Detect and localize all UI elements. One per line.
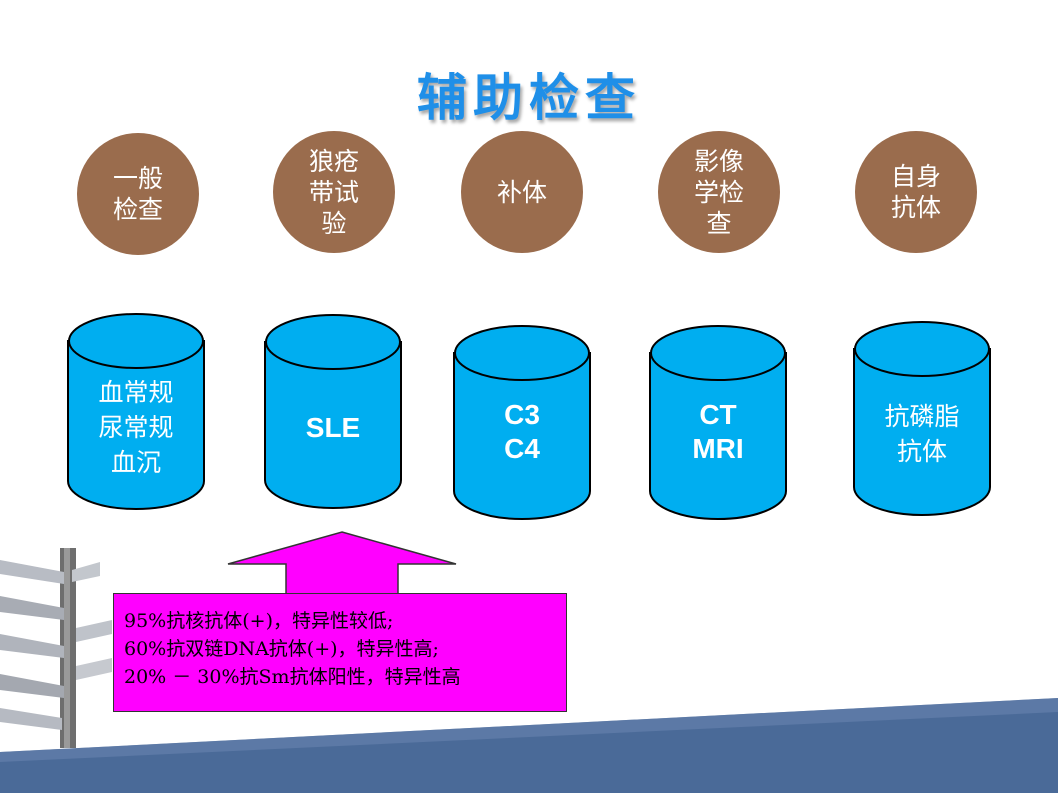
cylinder-general: 血常规 尿常规 血沉 — [66, 313, 206, 511]
up-arrow-icon — [227, 531, 457, 596]
cylinder-autoantibody-label: 抗磷脂 抗体 — [884, 402, 960, 466]
cylinder-sle: SLE — [263, 314, 403, 510]
cylinder-general-label: 血常规 尿常规 血沉 — [98, 378, 174, 477]
sle-antibody-note: 95%抗核抗体(+)，特异性较低; 60%抗双链DNA抗体(+)，特异性高; 2… — [113, 593, 567, 712]
cylinder-imaging-label: CT MRI — [692, 399, 744, 464]
category-circle-complement: 补体 — [461, 131, 583, 253]
cylinder-autoantibody: 抗磷脂 抗体 — [852, 321, 992, 517]
cylinder-complement-label: C3 C4 — [504, 399, 540, 464]
category-circle-imaging: 影像 学检 查 — [658, 131, 780, 253]
cylinder-complement: C3 C4 — [452, 325, 592, 521]
category-circle-general: 一般 检查 — [77, 133, 199, 255]
note-line-3: 20% － 30%抗Sm抗体阳性，特异性高 — [124, 666, 461, 688]
cylinder-sle-label: SLE — [305, 412, 361, 443]
note-line-1: 95%抗核抗体(+)，特异性较低; — [124, 610, 394, 632]
footer-band — [0, 698, 1058, 793]
note-line-2: 60%抗双链DNA抗体(+)，特异性高; — [124, 638, 439, 660]
category-circle-lupus-band: 狼疮 带试 验 — [273, 131, 395, 253]
page-title: 辅助检查 — [417, 68, 641, 127]
category-circle-autoantibody: 自身 抗体 — [855, 131, 977, 253]
cylinder-imaging: CT MRI — [648, 325, 788, 521]
signpost-icon — [0, 548, 112, 748]
